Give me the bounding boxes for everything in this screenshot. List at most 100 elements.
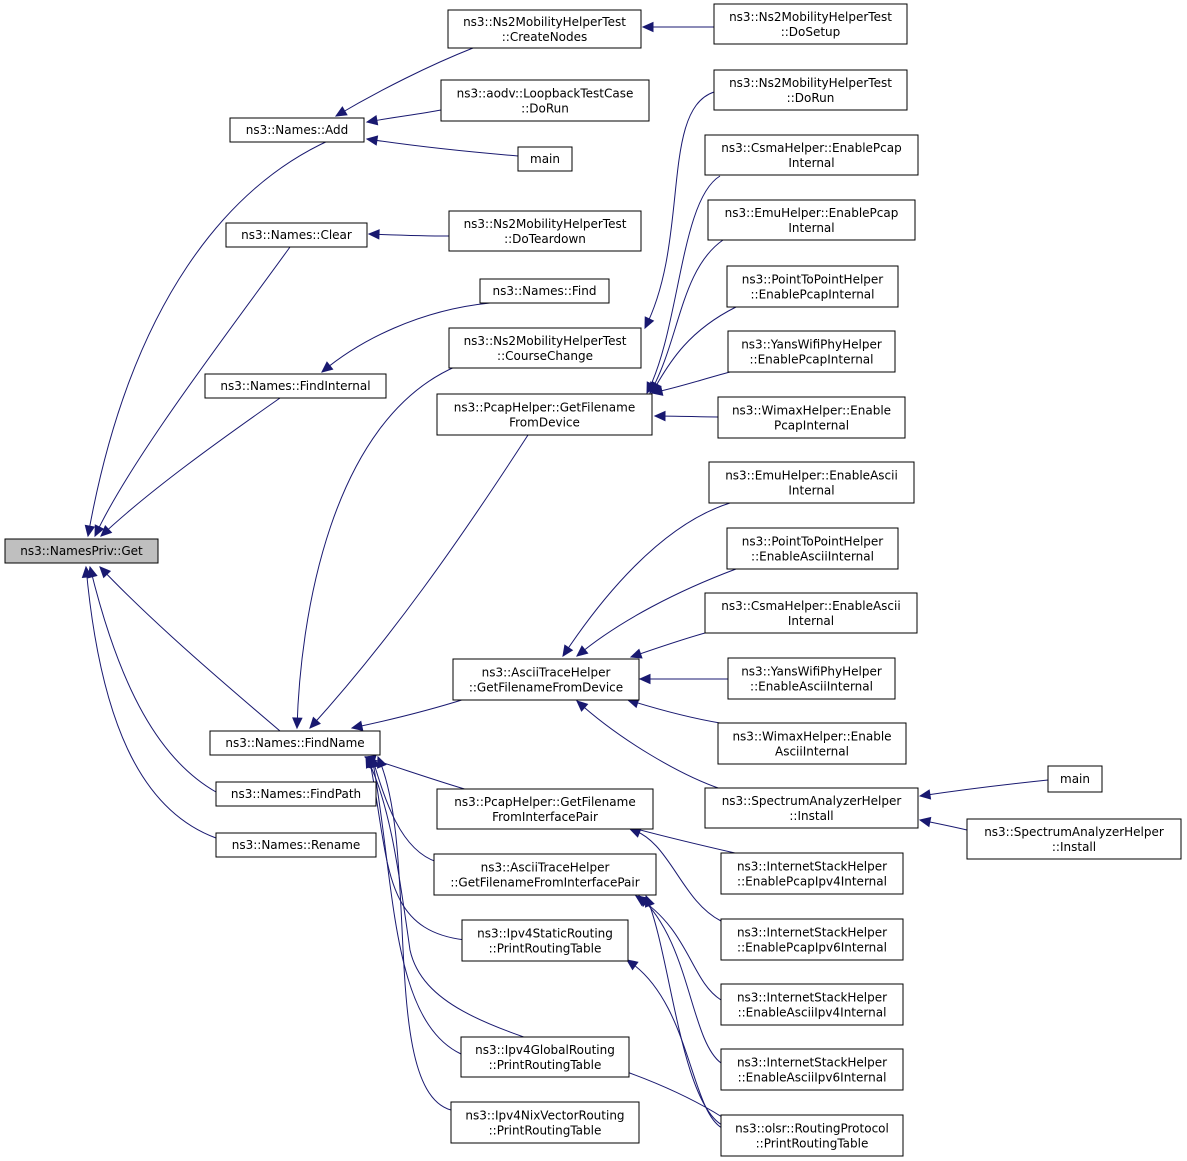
edge-inetascii4-to-asciiif (634, 895, 722, 1001)
edge-line (638, 895, 722, 1064)
node-coursechange[interactable]: ns3::Ns2MobilityHelperTest::CourseChange (448, 327, 642, 369)
edge-olsr-to-asciiif (644, 894, 723, 1126)
node-label-line1: ns3::YansWifiPhyHelper (741, 665, 882, 679)
node-csmapcap[interactable]: ns3::CsmaHelper::EnablePcapInternal (704, 134, 919, 176)
arrowhead (918, 789, 932, 800)
edge-aodv-to-add (365, 109, 442, 126)
arrowhead (368, 755, 380, 769)
node-label-line1: ns3::Ns2MobilityHelperTest (463, 15, 626, 29)
node-ipv4global[interactable]: ns3::Ipv4GlobalRouting::PrintRoutingTabl… (460, 1036, 630, 1078)
node-findpath[interactable]: ns3::Names::FindPath (215, 781, 377, 807)
node-clear[interactable]: ns3::Names::Clear (225, 222, 368, 248)
node-box (707, 199, 916, 241)
node-box (720, 852, 904, 895)
node-get[interactable]: ns3::NamesPriv::Get (4, 538, 159, 564)
node-spectrum2[interactable]: ns3::SpectrumAnalyzerHelper::Install (966, 818, 1182, 860)
node-ipv4nix[interactable]: ns3::Ipv4NixVectorRouting::PrintRoutingT… (450, 1101, 640, 1144)
arrowhead (309, 716, 321, 729)
node-label-line2: ::EnablePcapIpv6Internal (737, 941, 887, 955)
arrowhead (626, 959, 639, 971)
node-rename[interactable]: ns3::Names::Rename (215, 832, 377, 858)
node-label: ns3::Names::Rename (232, 838, 361, 852)
edge-yanspcap-to-pcapdev (650, 371, 731, 396)
node-box (450, 1101, 640, 1144)
node-add[interactable]: ns3::Names::Add (229, 117, 365, 143)
node-label-line1: ns3::Ns2MobilityHelperTest (464, 334, 627, 348)
edge-line (321, 302, 491, 373)
node-box (727, 330, 896, 373)
node-pcapdev[interactable]: ns3::PcapHelper::GetFilenameFromDevice (436, 393, 653, 436)
node-createnodes[interactable]: ns3::Ns2MobilityHelperTest::CreateNodes (447, 9, 642, 49)
edge-main1-to-add (365, 135, 519, 157)
node-inetpcap6[interactable]: ns3::InternetStackHelper::EnablePcapIpv6… (720, 918, 904, 961)
edge-emuascii-to-asciidev (562, 502, 731, 658)
node-find[interactable]: ns3::Names::Find (479, 278, 610, 304)
node-label-line1: ns3::Ns2MobilityHelperTest (464, 217, 627, 231)
node-emuascii[interactable]: ns3::EmuHelper::EnableAsciiInternal (708, 461, 915, 504)
node-box (448, 210, 642, 252)
node-main1[interactable]: main (517, 146, 573, 172)
node-findinternal[interactable]: ns3::Names::FindInternal (204, 373, 387, 399)
node-yanspcap[interactable]: ns3::YansWifiPhyHelper::EnablePcapIntern… (727, 330, 896, 373)
node-label-line2: ::PrintRoutingTable (756, 1137, 869, 1151)
node-yansascii[interactable]: ns3::YansWifiPhyHelper::EnableAsciiInter… (727, 657, 896, 700)
node-olsr[interactable]: ns3::olsr::RoutingProtocol::PrintRouting… (720, 1114, 904, 1157)
edge-line (630, 632, 706, 658)
node-csmaascii[interactable]: ns3::CsmaHelper::EnableAsciiInternal (704, 592, 918, 634)
edge-line (629, 828, 722, 922)
edge-wimaxascii-to-asciidev (626, 698, 721, 724)
node-box (717, 396, 906, 439)
node-label-line2: ::GetFilenameFromInterfacePair (450, 876, 639, 890)
node-box (720, 983, 904, 1026)
node-inetascii6[interactable]: ns3::InternetStackHelper::EnableAsciiIpv… (720, 1048, 904, 1091)
node-p2pascii[interactable]: ns3::PointToPointHelper::EnableAsciiInte… (726, 527, 899, 570)
node-box (726, 265, 899, 308)
node-wimaxascii[interactable]: ns3::WimaxHelper::EnableAsciiInternal (717, 722, 907, 765)
node-box (215, 781, 377, 807)
node-inetpcap4[interactable]: ns3::InternetStackHelper::EnablePcapIpv4… (720, 852, 904, 895)
edge-add-to-get (84, 139, 331, 538)
node-box (713, 3, 908, 45)
node-dosetup[interactable]: ns3::Ns2MobilityHelperTest::DoSetup (713, 3, 908, 45)
node-label-line1: ns3::Ns2MobilityHelperTest (729, 76, 892, 90)
node-box (447, 9, 642, 49)
node-label-line1: ns3::WimaxHelper::Enable (732, 730, 891, 744)
node-spectrum[interactable]: ns3::SpectrumAnalyzerHelper::Install (704, 787, 919, 829)
node-emupcap[interactable]: ns3::EmuHelper::EnablePcapInternal (707, 199, 916, 241)
node-findname[interactable]: ns3::Names::FindName (209, 730, 381, 756)
node-aodv[interactable]: ns3::aodv::LoopbackTestCase::DoRun (440, 79, 650, 122)
node-box (720, 1048, 904, 1091)
nodes: ns3::NamesPriv::Getns3::Names::Addns3::N… (4, 3, 1182, 1157)
node-p2ppcap[interactable]: ns3::PointToPointHelper::EnablePcapInter… (726, 265, 899, 308)
edge-line (94, 246, 291, 537)
arrowhead (562, 644, 574, 658)
node-asciidev[interactable]: ns3::AsciiTraceHelper::GetFilenameFromDe… (452, 658, 640, 701)
edge-wimaxpcap-to-pcapdev (653, 410, 719, 422)
edge-dorun2-to-coursechange (644, 91, 715, 330)
edge-line (576, 568, 737, 657)
node-label-line1: ns3::aodv::LoopbackTestCase (457, 87, 634, 101)
edge-pcapdev-to-findname (309, 434, 529, 729)
node-label-line2: ::DoSetup (781, 25, 841, 39)
edge-createnodes-to-add (334, 47, 474, 117)
node-dorun2[interactable]: ns3::Ns2MobilityHelperTest::DoRun (713, 69, 908, 111)
edge-line (628, 826, 736, 854)
node-main2[interactable]: main (1047, 765, 1103, 793)
node-box (704, 787, 919, 829)
node-doteardown[interactable]: ns3::Ns2MobilityHelperTest::DoTeardown (448, 210, 642, 252)
node-asciiif[interactable]: ns3::AsciiTraceHelper::GetFilenameFromIn… (433, 853, 657, 896)
arrowhead (321, 361, 334, 373)
arrowhead (653, 410, 666, 422)
node-inetascii4[interactable]: ns3::InternetStackHelper::EnableAsciiIpv… (720, 983, 904, 1026)
node-pcapif[interactable]: ns3::PcapHelper::GetFilenameFromInterfac… (436, 788, 654, 830)
edge-line (646, 175, 721, 394)
edge-clear-to-get (94, 246, 291, 538)
edge-line (87, 139, 331, 537)
node-wimaxpcap[interactable]: ns3::WimaxHelper::EnablePcapInternal (717, 396, 906, 439)
node-box (704, 134, 919, 176)
node-ipv4static[interactable]: ns3::Ipv4StaticRouting::PrintRoutingTabl… (461, 919, 629, 962)
node-label-line1: ns3::CsmaHelper::EnableAscii (721, 599, 900, 613)
node-box (452, 658, 640, 701)
edge-ipv4nix-to-findname (377, 755, 452, 1111)
